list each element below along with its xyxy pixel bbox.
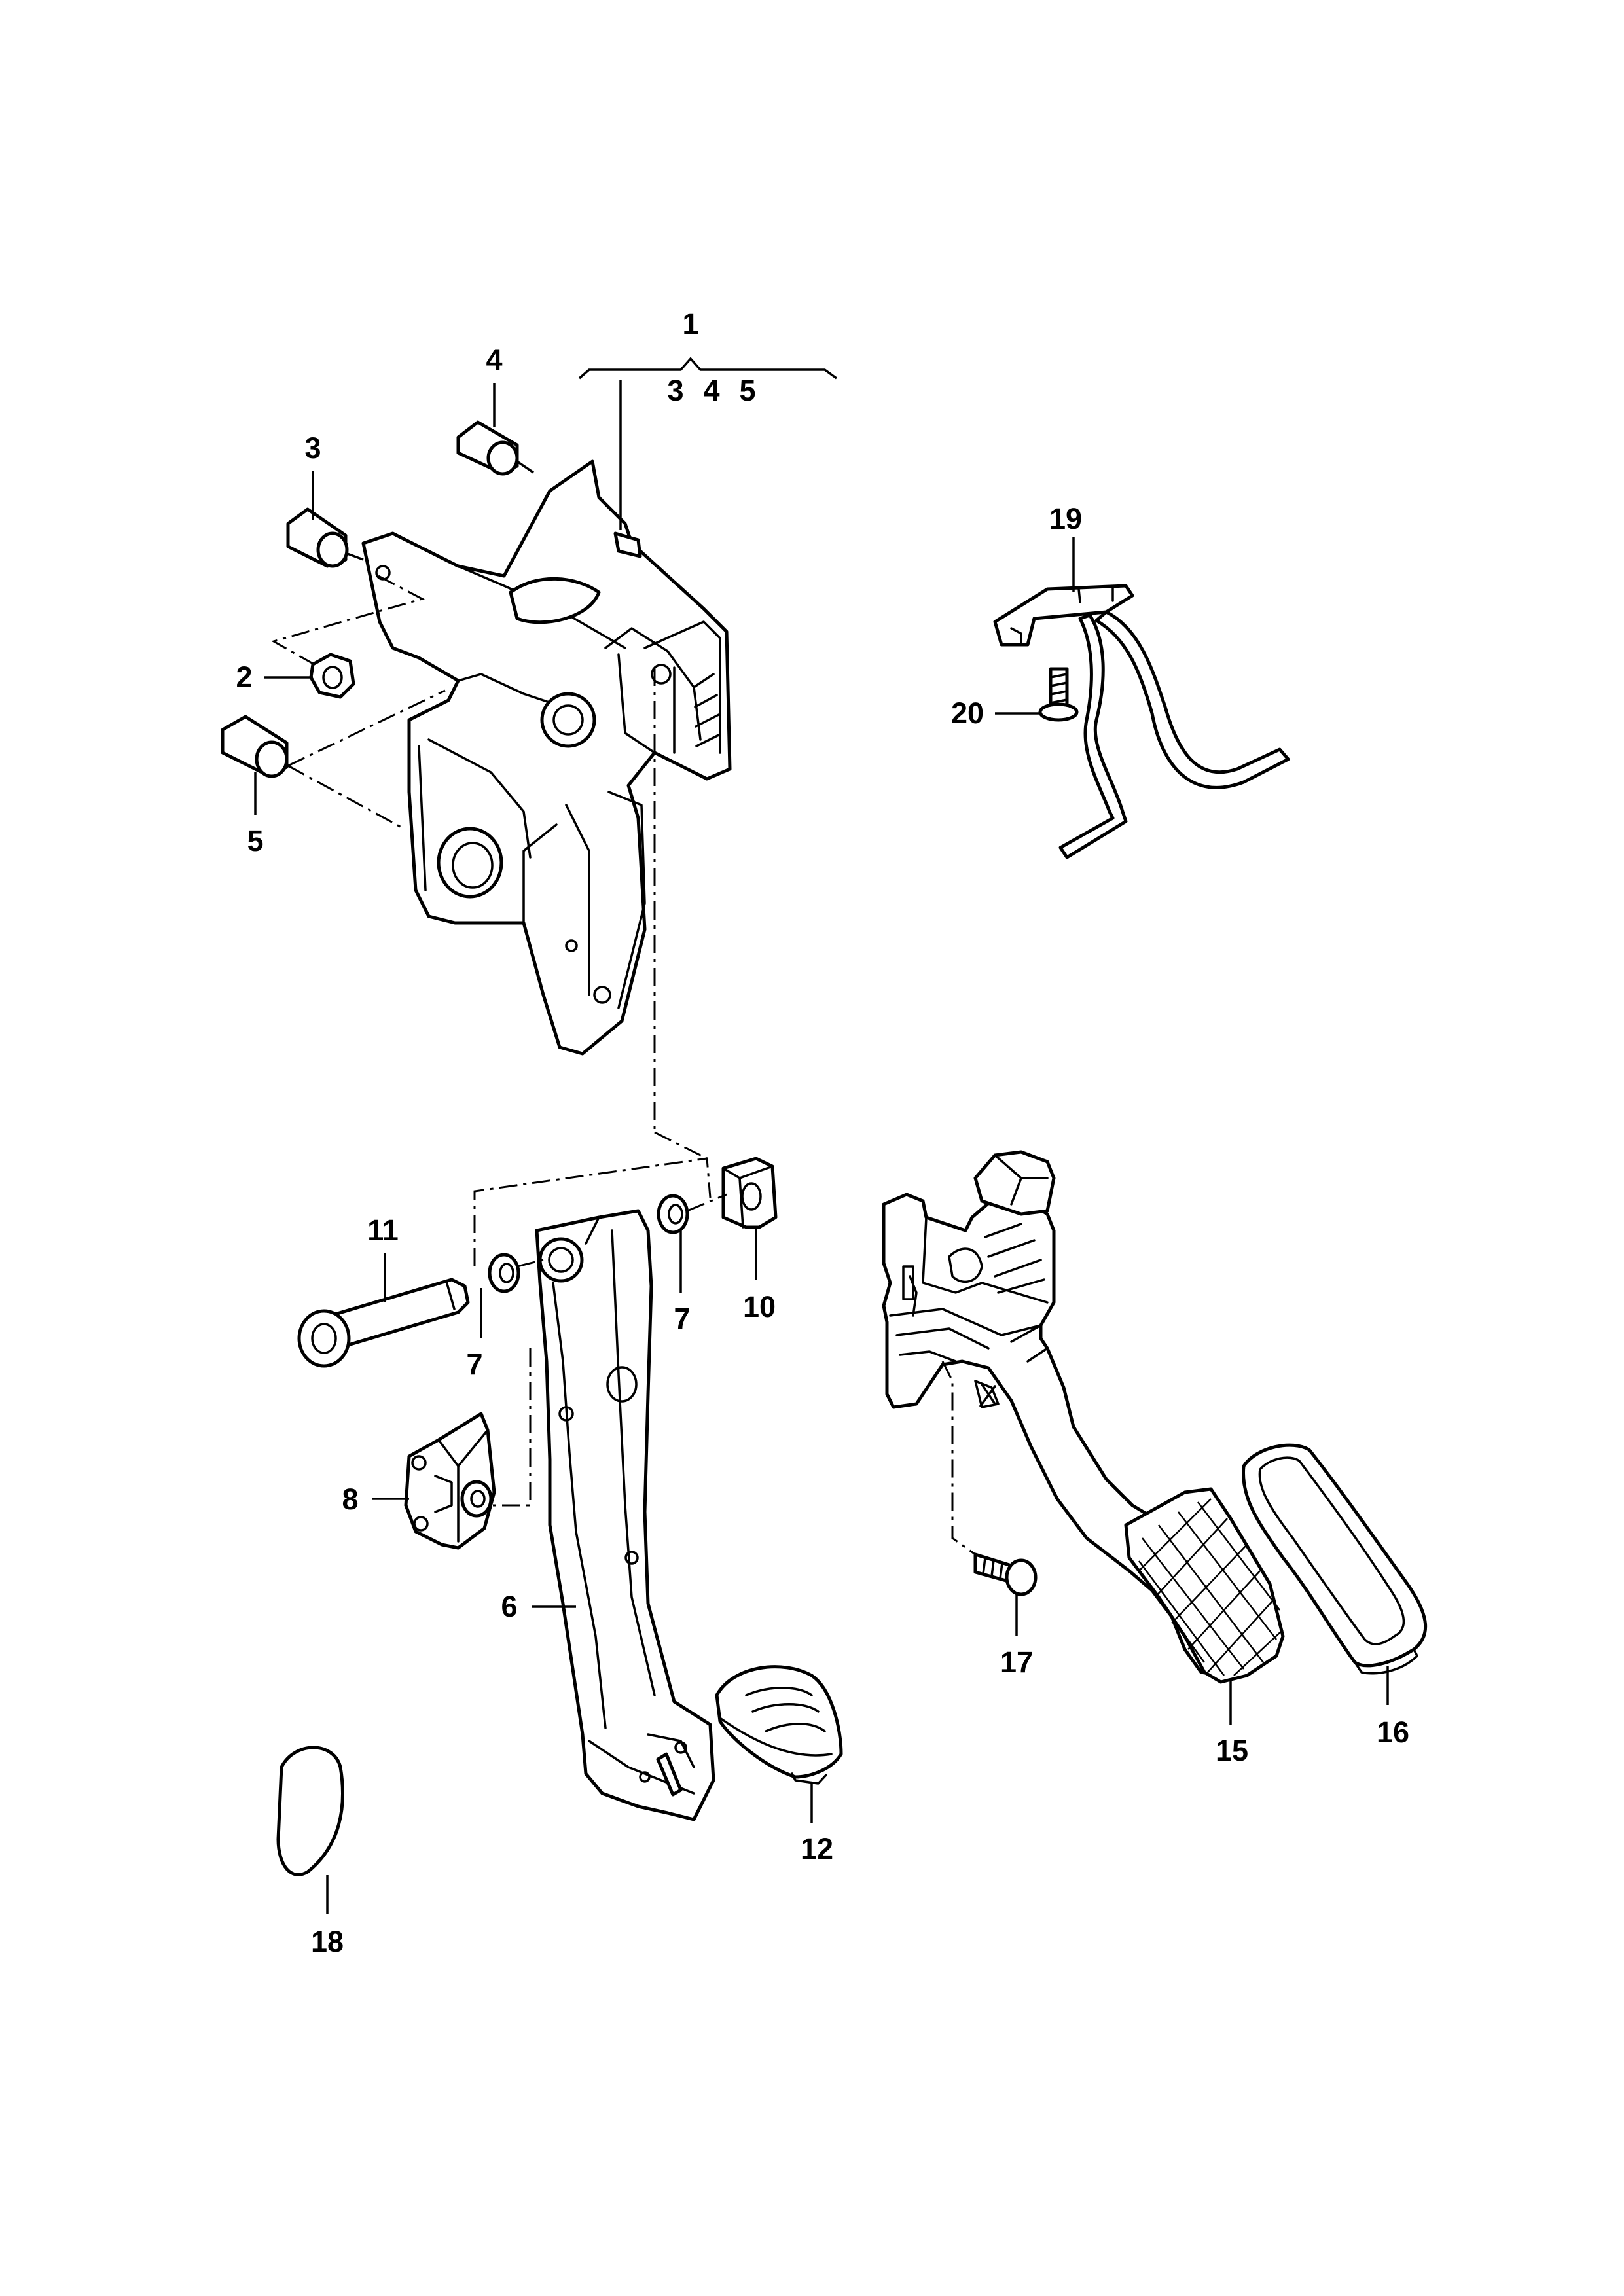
assembly-lines-top [271, 575, 656, 1132]
pedal-arm [532, 1209, 715, 1821]
callout-18: 18 [311, 1925, 344, 1958]
callout-7a: 7 [466, 1348, 482, 1381]
callout-1-sub-3: 3 [667, 374, 683, 407]
pedal-switch [372, 1412, 496, 1550]
clip [721, 1157, 778, 1280]
callout-labels: 1 3 4 5 2 3 4 5 6 7 7 8 10 11 12 15 16 1… [236, 307, 1409, 1958]
pivot-pin [297, 1253, 470, 1368]
callout-7b: 7 [674, 1302, 690, 1335]
pedal-bracket [361, 459, 732, 1056]
wire-bracket [993, 537, 1290, 859]
callout-16: 16 [1377, 1715, 1409, 1749]
callout-4: 4 [486, 343, 502, 376]
callout-1: 1 [682, 307, 698, 340]
callout-20: 20 [951, 696, 984, 730]
nut [264, 653, 355, 699]
assembly-lines-accel [941, 1361, 976, 1556]
callout-5: 5 [247, 824, 263, 857]
pedal-pad [715, 1665, 843, 1823]
callout-12: 12 [801, 1832, 833, 1865]
assembly-lines-middle [473, 1131, 727, 1507]
callout-11: 11 [367, 1213, 399, 1247]
callout-1-sub-4: 4 [703, 374, 719, 407]
callout-2: 2 [236, 660, 252, 694]
callout-1-bracket [578, 357, 838, 530]
callout-3: 3 [304, 431, 321, 465]
bushing-5 [221, 715, 289, 815]
callout-15: 15 [1216, 1734, 1248, 1767]
callout-19: 19 [1049, 502, 1082, 535]
washer-7b [657, 1194, 689, 1293]
screw-17 [973, 1552, 1038, 1636]
bushing-3 [286, 471, 364, 568]
callout-10: 10 [743, 1290, 776, 1323]
pedal-pad-cover [1241, 1443, 1428, 1705]
screw-20 [995, 667, 1079, 722]
callout-1-sub-5: 5 [739, 374, 755, 407]
callout-17: 17 [1000, 1645, 1033, 1679]
cap [276, 1746, 344, 1914]
bushing-4 [456, 383, 534, 476]
callout-6: 6 [501, 1590, 517, 1623]
callout-8: 8 [342, 1482, 358, 1516]
accelerator-pedal [882, 1150, 1285, 1725]
washer-7a [480, 1253, 520, 1338]
